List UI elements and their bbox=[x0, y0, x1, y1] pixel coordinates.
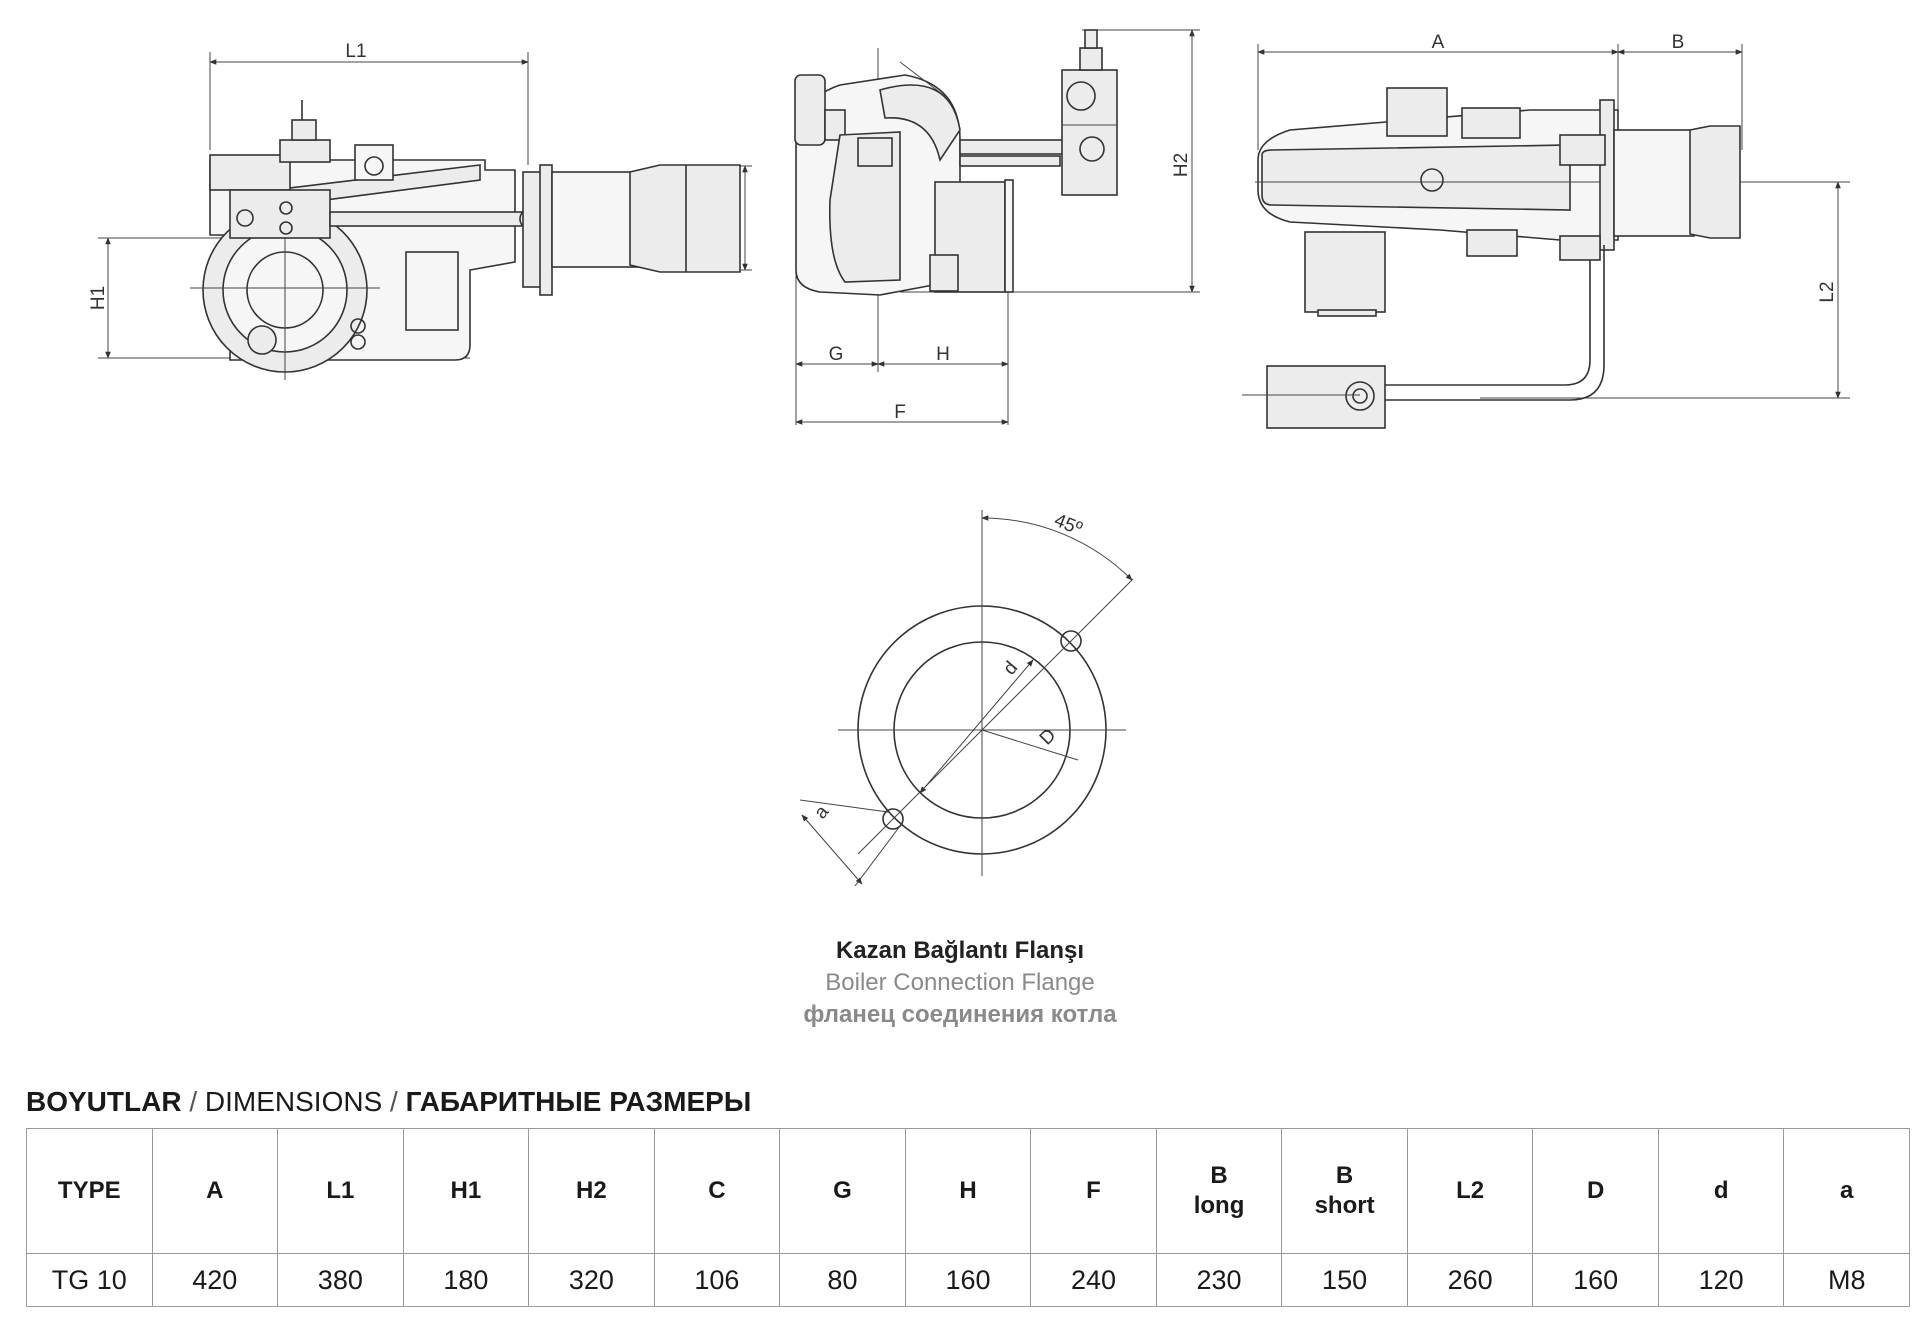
table-cell: M8 bbox=[1783, 1253, 1910, 1307]
side-view: L1 H1 C bbox=[88, 41, 752, 380]
table-header-cell: D bbox=[1532, 1128, 1659, 1254]
front-view: H2 G H F bbox=[794, 29, 1200, 425]
dim-label-l2: L2 bbox=[1817, 281, 1838, 302]
table-header-cell: a bbox=[1783, 1128, 1910, 1254]
table-header-cell: H bbox=[904, 1128, 1032, 1254]
dimensions-title-en: DIMENSIONS bbox=[204, 1086, 383, 1117]
dimensions-title-ru: ГАБАРИТНЫЕ РАЗМЕРЫ bbox=[405, 1086, 752, 1117]
header-text: H1 bbox=[450, 1177, 482, 1204]
table-cell: TG 10 bbox=[26, 1253, 153, 1307]
header-text: G bbox=[833, 1177, 852, 1204]
flange-caption-tr: Kazan Bağlantı Flanşı bbox=[835, 937, 1085, 964]
header-text: L2 bbox=[1456, 1177, 1485, 1204]
table-header-cell: TYPE bbox=[26, 1128, 153, 1254]
dimensions-title-separator: / bbox=[181, 1086, 205, 1117]
header-text: d bbox=[1713, 1177, 1729, 1204]
table-cell: 120 bbox=[1657, 1253, 1785, 1307]
dimensions-title-tr: BOYUTLAR bbox=[26, 1086, 182, 1117]
dim-label-b: B bbox=[1672, 32, 1685, 53]
header-text: L1 bbox=[326, 1177, 355, 1204]
top-view: A B L2 bbox=[1242, 32, 1850, 429]
dim-label-g: G bbox=[829, 344, 844, 365]
table-header-cell: A bbox=[151, 1128, 279, 1254]
dim-label-a: A bbox=[1432, 32, 1445, 53]
header-text: short bbox=[1314, 1192, 1375, 1219]
table-cell: 320 bbox=[528, 1253, 655, 1307]
table-cell: 80 bbox=[779, 1253, 906, 1307]
flange-caption-ru: фланец соединения котла bbox=[803, 1001, 1117, 1028]
header-text: a bbox=[1840, 1177, 1854, 1204]
table-header-cell: L1 bbox=[277, 1128, 404, 1254]
table-cell: 230 bbox=[1155, 1253, 1283, 1307]
table-header-cell: G bbox=[779, 1128, 906, 1254]
table-header-cell: H2 bbox=[528, 1128, 655, 1254]
table-cell: 240 bbox=[1030, 1253, 1157, 1307]
table-cell: 180 bbox=[402, 1253, 530, 1307]
table-cell: 150 bbox=[1281, 1253, 1408, 1307]
table-cell: 380 bbox=[277, 1253, 404, 1307]
table-header-cell: F bbox=[1030, 1128, 1157, 1254]
dim-label-h1: H1 bbox=[88, 286, 109, 310]
table-cell: 106 bbox=[653, 1253, 781, 1307]
header-text: H2 bbox=[576, 1177, 607, 1204]
dim-label-h: H bbox=[936, 344, 950, 365]
technical-drawing: L1 H1 C bbox=[88, 29, 1850, 887]
header-text: B bbox=[1335, 1162, 1354, 1189]
dimensions-title-separator: / bbox=[382, 1086, 406, 1117]
header-text: C bbox=[708, 1177, 726, 1204]
table-header-cell: L2 bbox=[1406, 1128, 1534, 1254]
header-text: long bbox=[1193, 1192, 1245, 1219]
flange-view: 45º d D a bbox=[799, 510, 1134, 887]
dim-label-a-small: a bbox=[810, 801, 833, 823]
table-cell: 160 bbox=[1532, 1253, 1659, 1307]
header-text: F bbox=[1086, 1177, 1101, 1204]
header-text: A bbox=[206, 1177, 224, 1204]
table-header-cell: H1 bbox=[402, 1128, 530, 1254]
table-header-cell: C bbox=[653, 1128, 781, 1254]
table-cell: 160 bbox=[904, 1253, 1032, 1307]
dim-label-f: F bbox=[894, 402, 906, 423]
dim-label-l1: L1 bbox=[345, 41, 366, 62]
header-text: D bbox=[1586, 1177, 1605, 1204]
dim-label-d-big: D bbox=[1036, 725, 1061, 750]
table-cell: 420 bbox=[151, 1253, 279, 1307]
header-text: TYPE bbox=[57, 1177, 121, 1204]
header-text: H bbox=[959, 1177, 977, 1204]
table-header-cell: d bbox=[1657, 1128, 1785, 1254]
dim-label-h2: H2 bbox=[1171, 153, 1192, 177]
header-text: B bbox=[1210, 1162, 1228, 1189]
flange-caption-en: Boiler Connection Flange bbox=[825, 969, 1095, 996]
table-cell: 260 bbox=[1406, 1253, 1534, 1307]
dim-label-angle: 45º bbox=[1051, 510, 1085, 540]
dimensions-title: BOYUTLAR / DIMENSIONS / ГАБАРИТНЫЕ РАЗМЕ… bbox=[26, 1086, 751, 1118]
